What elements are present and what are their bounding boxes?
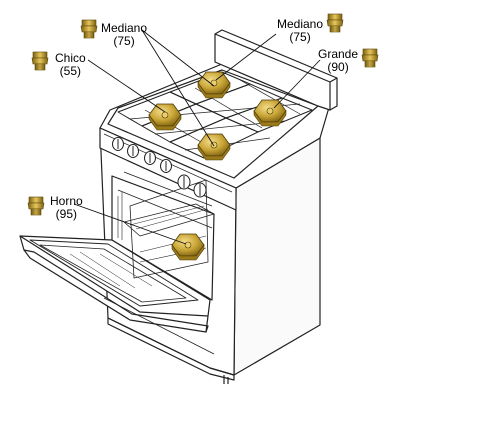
knob-row (112, 137, 207, 198)
gas-jet-icon (361, 48, 379, 68)
label-chico-name: Chico (55, 51, 86, 65)
gas-jet-icon (80, 19, 98, 39)
gas-jet-icon (326, 13, 344, 33)
label-horno-name: Horno (50, 194, 83, 208)
label-chico: Chico (55) (55, 52, 86, 78)
label-mediano-right-size: (75) (289, 30, 311, 44)
label-horno: Horno (95) (50, 195, 83, 221)
label-grande-name: Grande (318, 47, 359, 61)
burner-icon (197, 133, 231, 161)
label-mediano-left-name: Mediano (101, 21, 148, 35)
label-chico-size: (55) (59, 64, 82, 78)
burner-icon (171, 233, 205, 261)
label-grande: Grande (90) (318, 48, 358, 74)
label-mediano-right-name: Mediano (277, 17, 324, 31)
gas-jet-icon (31, 51, 49, 71)
label-horno-size: (95) (55, 207, 78, 221)
gas-jet-icon (27, 196, 45, 216)
label-mediano-right: Mediano (75) (277, 18, 323, 44)
label-mediano-left-size: (75) (113, 34, 135, 48)
burner-icon (253, 99, 287, 127)
burner-icon (148, 103, 182, 131)
leader-lines (73, 29, 321, 245)
burner-icon (197, 71, 231, 99)
label-grande-size: (90) (327, 60, 349, 74)
label-mediano-left: Mediano (75) (101, 22, 147, 48)
